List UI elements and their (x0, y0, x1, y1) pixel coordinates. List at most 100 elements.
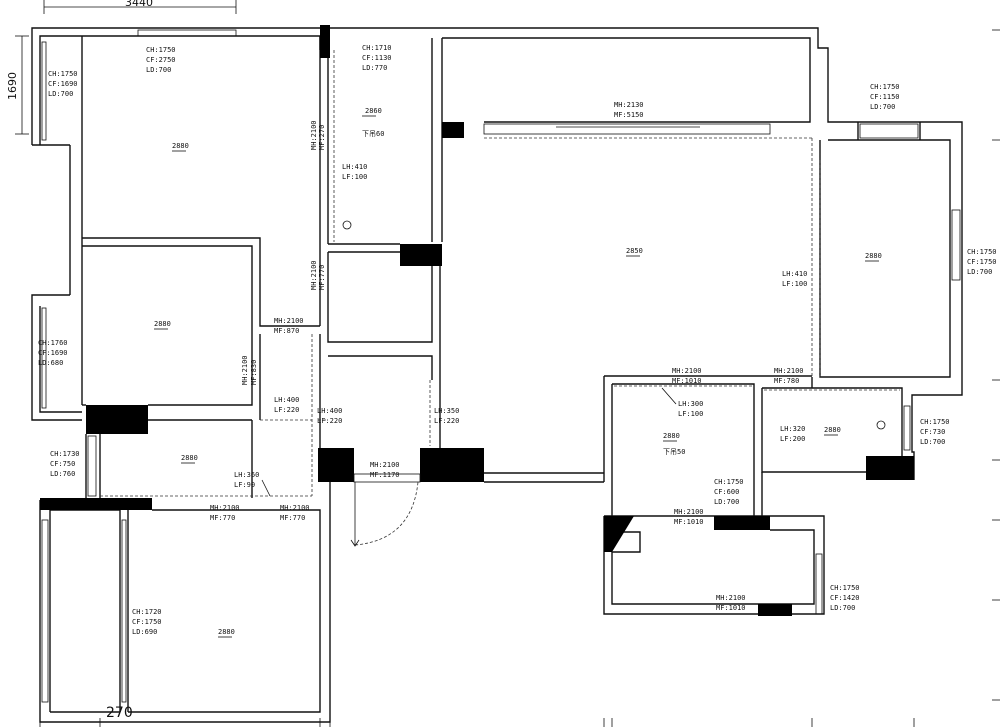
door-label: MH:2130 (614, 101, 644, 109)
ceiling-bath-right: 2880 (824, 426, 841, 434)
window-label: CH:1750 (146, 46, 176, 54)
door-label: MH:2100 (241, 355, 249, 385)
door-label: MF:770 (210, 514, 235, 522)
door-label: MF:870 (274, 327, 299, 335)
top-dimension: 3440 (43, 0, 237, 14)
door-label: MH:2100 (774, 367, 804, 375)
beam-label: LH:350 (434, 407, 459, 415)
window-label: LD:700 (48, 90, 73, 98)
left-dimension: 1690 (6, 35, 29, 135)
door-label: MF:5150 (614, 111, 644, 119)
beam-label: LH:320 (780, 425, 805, 433)
ceiling-living: 2850 (626, 247, 643, 255)
window-label: CH:1710 (362, 44, 392, 52)
outer-walls (31, 27, 963, 723)
entry-door (350, 473, 421, 547)
beam-label: LH:300 (678, 400, 703, 408)
ceiling-right-bed: 2880 (865, 252, 882, 260)
window-label: LD:700 (714, 498, 739, 506)
beam-label: LF:100 (782, 280, 807, 288)
ceiling-top-left: 2880 (172, 142, 189, 150)
beam-label: LF:100 (342, 173, 367, 181)
door-label: MH:2100 (716, 594, 746, 602)
beam-label: LF:220 (274, 406, 299, 414)
window-label: CF:600 (714, 488, 739, 496)
beam-label: LF:220 (434, 417, 459, 425)
window-label: CH:1750 (48, 70, 78, 78)
window-label: LD:700 (920, 438, 945, 446)
window-label: CF:750 (50, 460, 75, 468)
ceiling-top-center: 2860 (365, 107, 382, 115)
window-label: CH:1720 (132, 608, 162, 616)
window-label: CF:2750 (146, 56, 176, 64)
top-width-label: 3440 (125, 0, 153, 9)
window-label: CH:1750 (830, 584, 860, 592)
ceiling-center-right: 2880 (663, 432, 680, 440)
window-label: CF:1750 (132, 618, 162, 626)
window-label: LD:700 (830, 604, 855, 612)
fixtures (342, 220, 886, 430)
windows (41, 29, 961, 703)
door-label: MH:2100 (310, 260, 318, 290)
door-label: MF:270 (318, 125, 326, 150)
window-labels: CH:1750 CF:2750 LD:700 CH:1750 CF:1690 L… (38, 44, 997, 636)
window-label: CH:1750 (920, 418, 950, 426)
window-label: CF:1690 (48, 80, 78, 88)
bottom-width-label: 270 (106, 705, 133, 721)
window-label: CH:1750 (714, 478, 744, 486)
window-label: LD:770 (362, 64, 387, 72)
ceiling-left-middle: 2880 (154, 320, 171, 328)
drop-center-right: 下吊50 (663, 448, 685, 456)
window-label: LD:680 (38, 359, 63, 367)
window-label: LD:690 (132, 628, 157, 636)
window-label: CF:1750 (967, 258, 997, 266)
beam-lines (100, 50, 900, 497)
door-label: MF:780 (774, 377, 799, 385)
door-label: MH:2100 (274, 317, 304, 325)
door-label: MF:830 (250, 360, 258, 385)
door-label: MH:2100 (674, 508, 704, 516)
door-label: MH:2100 (280, 504, 310, 512)
door-label: MF:1010 (716, 604, 746, 612)
door-label: MH:2100 (672, 367, 702, 375)
beam-label: LF:220 (317, 417, 342, 425)
window-label: CH:1760 (38, 339, 68, 347)
ceiling-marks: 2880 2880 2880 2880 2860 下吊60 2850 2880 … (154, 107, 882, 638)
door-label: MF:1010 (674, 518, 704, 526)
window-label: LD:700 (870, 103, 895, 111)
beam-label: LF:90 (234, 481, 255, 489)
window-label: CF:730 (920, 428, 945, 436)
window-label: CH:1730 (50, 450, 80, 458)
ceiling-bottom-left: 2880 (218, 628, 235, 636)
beam-label: LH:410 (342, 163, 367, 171)
beam-label: LH:400 (317, 407, 342, 415)
door-label: MH:2100 (310, 120, 318, 150)
window-label: LD:700 (967, 268, 992, 276)
window-label: CH:1750 (967, 248, 997, 256)
drain-icon (876, 420, 886, 430)
door-labels: MH:2130 MF:5150 MH:2100 MF:270 MH:2100 M… (210, 101, 804, 612)
door-label: MF:1170 (370, 471, 400, 479)
beam-labels: LH:400 LF:220 LH:400 LF:220 LH:350 LF:22… (234, 163, 807, 497)
beam-label: LF:200 (780, 435, 805, 443)
beam-label: LH:360 (234, 471, 259, 479)
door-label: MF:770 (280, 514, 305, 522)
window-label: CF:1150 (870, 93, 900, 101)
door-label: MH:2100 (210, 504, 240, 512)
left-height-label: 1690 (6, 72, 19, 100)
door-label: MF:1010 (672, 377, 702, 385)
window-label: CH:1750 (870, 83, 900, 91)
beam-label: LF:100 (678, 410, 703, 418)
bottom-dimension: 270 (39, 705, 915, 727)
door-label: MH:2100 (370, 461, 400, 469)
drop-top-center: 下吊60 (362, 130, 384, 138)
window-label: CF:1130 (362, 54, 392, 62)
window-label: CF:1420 (830, 594, 860, 602)
beam-label: LH:410 (782, 270, 807, 278)
window-label: LD:760 (50, 470, 75, 478)
drain-icon (342, 220, 352, 230)
right-dimension-ticks (992, 29, 1000, 701)
window-label: LD:700 (146, 66, 171, 74)
beam-label: LH:400 (274, 396, 299, 404)
